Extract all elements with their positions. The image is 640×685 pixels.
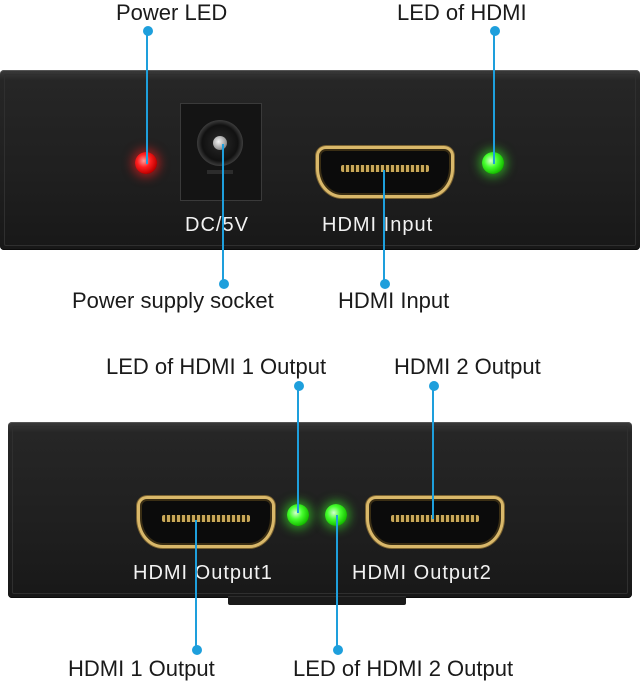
hdmi-output2-port-icon[interactable]: [366, 496, 504, 548]
callout-hdmi2-output: HDMI 2 Output: [394, 354, 541, 379]
hdmi-input-port-icon[interactable]: [316, 146, 454, 198]
callout-led-of-hdmi: LED of HDMI: [397, 0, 527, 25]
pointer-dot-power-led: [143, 26, 153, 36]
callout-power-led: Power LED: [116, 0, 228, 25]
panel-bezel-bottom: [12, 426, 628, 594]
hdmi-output1-port-icon[interactable]: [137, 496, 275, 548]
pointer-dot-led-of-hdmi: [490, 26, 500, 36]
pointer-line-dc-socket: [222, 144, 224, 284]
pointer-dot-hdmi1-output: [192, 645, 202, 655]
dc-jack-icon[interactable]: [180, 103, 262, 201]
dc-jack-slot: [207, 170, 233, 174]
hdmi-port-contacts: [162, 515, 250, 522]
hdmi-input-printed-label: HDMI Input: [322, 214, 434, 236]
callout-led-hdmi1-output: LED of HDMI 1 Output: [106, 354, 327, 379]
pointer-dot-hdmi2-output: [429, 381, 439, 391]
callout-led-hdmi2-output: LED of HDMI 2 Output: [293, 656, 514, 681]
output2-printed-label: HDMI Output2: [352, 562, 492, 584]
pointer-line-led-hdmi2: [336, 515, 338, 650]
pointer-line-hdmi-input: [383, 170, 385, 284]
output1-printed-label: HDMI Output1: [133, 562, 273, 584]
callout-power-supply-socket: Power supply socket: [72, 288, 274, 313]
hdmi-port-contacts: [391, 515, 479, 522]
dc-jack-pin: [213, 136, 227, 150]
splitter-output-panel: [8, 422, 632, 598]
pointer-line-hdmi1-output: [195, 520, 197, 650]
callout-hdmi1-output: HDMI 1 Output: [68, 656, 215, 681]
pointer-line-hdmi2-output: [432, 385, 434, 519]
pointer-dot-led-hdmi1: [294, 381, 304, 391]
hdmi-port-contacts: [341, 165, 429, 172]
callout-hdmi-input: HDMI Input: [338, 288, 450, 313]
panel-bezel: [4, 74, 636, 246]
pointer-line-power-led: [146, 30, 148, 164]
pointer-line-led-hdmi1: [297, 385, 299, 513]
pointer-dot-led-hdmi2: [333, 645, 343, 655]
hdmi1-output-led-icon: [287, 504, 309, 526]
pointer-dot-dc-socket: [219, 279, 229, 289]
dc-printed-label: DC/5V: [185, 214, 249, 236]
pointer-line-led-of-hdmi: [493, 30, 495, 164]
device-foot: [228, 596, 406, 605]
pointer-dot-hdmi-input: [380, 279, 390, 289]
